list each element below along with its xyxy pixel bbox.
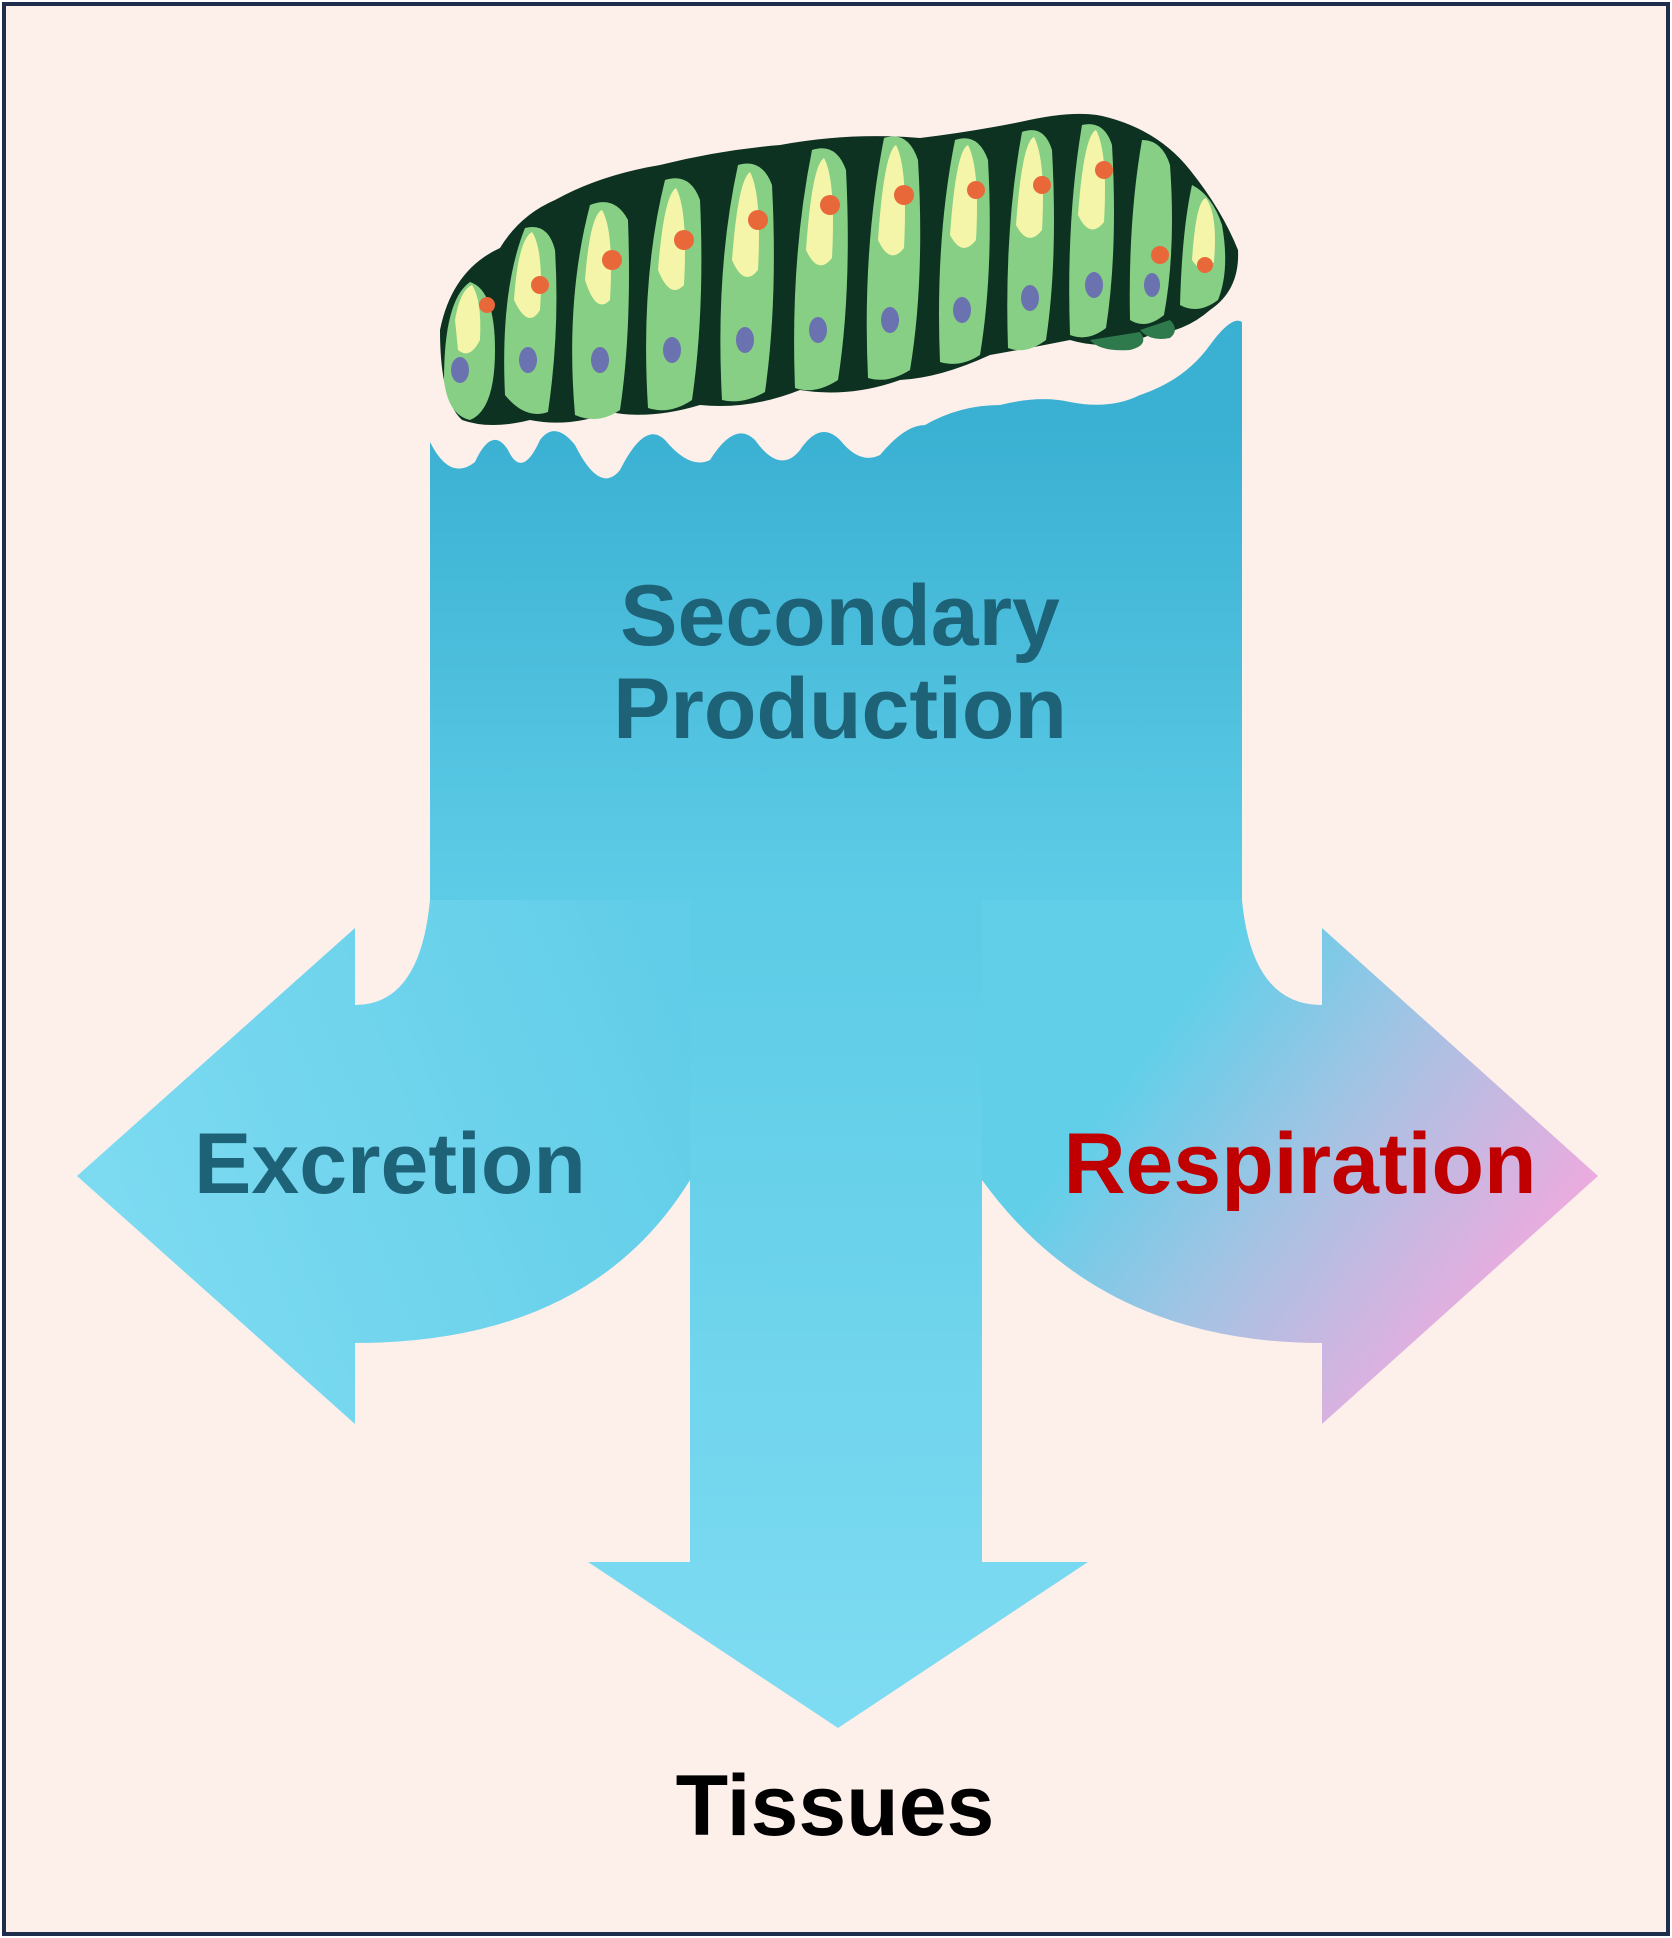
secondary-production-line1: Secondary bbox=[620, 568, 1060, 664]
respiration-arrow bbox=[982, 900, 1598, 1424]
caterpillar-segment bbox=[1016, 137, 1043, 238]
caterpillar-segment bbox=[658, 188, 685, 290]
caterpillar-segment bbox=[585, 210, 611, 305]
excretion-arrow bbox=[77, 900, 690, 1424]
secondary-production-label: Secondary Production bbox=[520, 570, 1160, 756]
caterpillar-segment bbox=[950, 145, 977, 248]
caterpillar-segment bbox=[455, 285, 481, 354]
caterpillar-segment bbox=[1078, 130, 1105, 230]
tissues-label: Tissues bbox=[675, 1758, 995, 1854]
caterpillar-legs bbox=[1090, 320, 1175, 351]
caterpillar-segment bbox=[732, 172, 759, 278]
caterpillar-segment bbox=[514, 232, 541, 318]
caterpillar-segment bbox=[1129, 140, 1172, 324]
caterpillar-segment bbox=[878, 145, 905, 256]
respiration-label: Respiration bbox=[1063, 1116, 1537, 1212]
caterpillar-illustration bbox=[440, 113, 1239, 425]
caterpillar-segment bbox=[1192, 198, 1215, 269]
excretion-label: Excretion bbox=[194, 1116, 586, 1212]
caterpillar-spots bbox=[451, 161, 1213, 383]
caterpillar-segment bbox=[806, 158, 833, 266]
secondary-production-trunk bbox=[430, 320, 1242, 1729]
secondary-production-line2: Production bbox=[613, 660, 1067, 757]
